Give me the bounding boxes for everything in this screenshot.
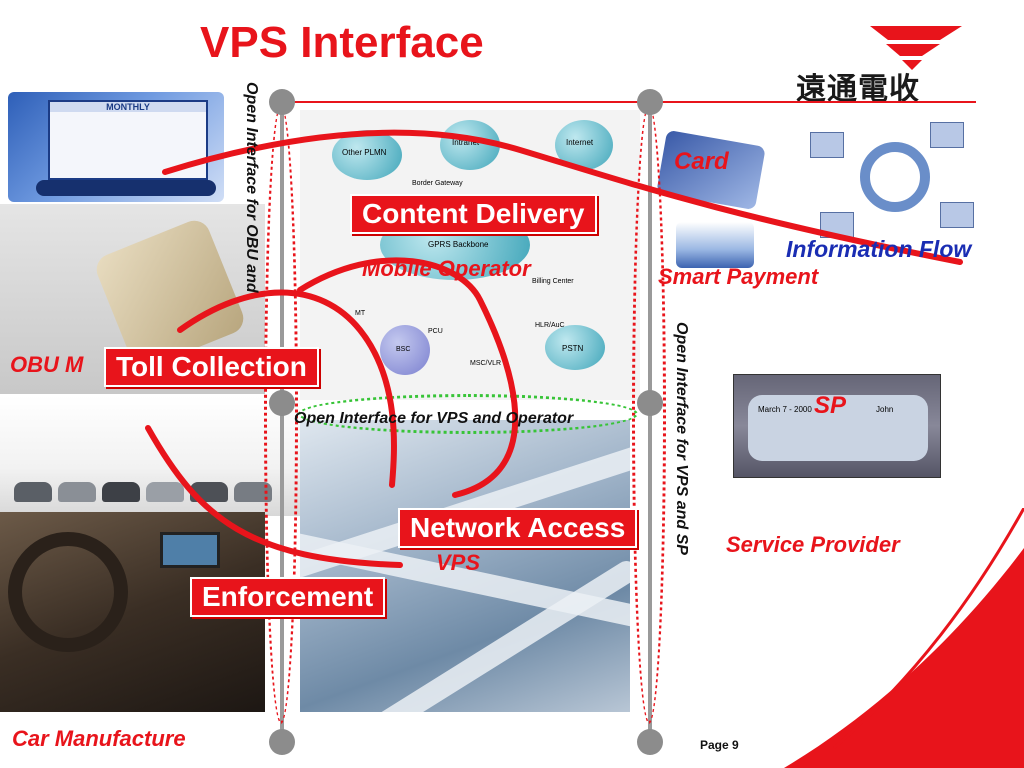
node-mid-left: [269, 390, 295, 416]
service-provider-device-image: March 7 - 2000 John: [733, 374, 941, 478]
calendar-app-image: MONTHLY: [8, 92, 224, 202]
car: [58, 482, 96, 502]
flow-node: [940, 202, 974, 228]
calendar-header: MONTHLY: [50, 102, 206, 112]
mobile-network-diagram-image: Other PLMN Intranet Internet Border Gate…: [300, 110, 640, 400]
operator-interface-label: Open Interface for VPS and Operator: [294, 410, 574, 427]
node-label-mt: MT: [355, 310, 366, 317]
card-label: Card: [674, 148, 729, 175]
car: [14, 482, 52, 502]
network-access-label: Network Access: [398, 508, 638, 548]
smart-payment-image: [676, 222, 754, 268]
node-label-billing-center: Billing Center: [532, 278, 574, 285]
sp-label: SP: [814, 392, 847, 419]
vps-label: VPS: [436, 550, 481, 575]
node-label-gprs-backbone: GPRS Backbone: [428, 240, 489, 249]
node-label-pcu: PCU: [428, 328, 443, 335]
cloud-pstn: [545, 325, 605, 370]
sp-interface-vertical-label: Open Interface for VPS and SP: [673, 322, 690, 555]
node-label-msc: MSC/VLR: [470, 360, 502, 367]
car: [146, 482, 184, 502]
calendar-sheet: MONTHLY: [48, 100, 208, 180]
page-title: VPS Interface: [200, 18, 484, 67]
obu-manufacture-label: OBU M: [10, 352, 84, 377]
node-label-pstn: PSTN: [562, 344, 584, 353]
flow-node: [810, 132, 844, 158]
node-bottom-right: [637, 729, 663, 755]
sp-panel-date: March 7 - 2000: [758, 405, 812, 414]
node-label-border-gateway: Border Gateway: [412, 180, 463, 187]
header-divider: [282, 101, 976, 103]
calendar-player-bar: [36, 180, 216, 196]
node-label-other-plmn: Other PLMN: [342, 148, 387, 157]
flow-node: [820, 212, 854, 238]
service-provider-label: Service Provider: [726, 532, 900, 557]
node-top-right: [637, 89, 663, 115]
navigation-screen: [160, 532, 220, 568]
toll-collection-label: Toll Collection: [104, 347, 319, 387]
page-number: Page 9: [700, 738, 739, 752]
sp-device-panel: March 7 - 2000 John: [748, 395, 928, 461]
node-label-bsc: BSC: [396, 346, 411, 353]
company-logo-icon: [870, 26, 962, 70]
content-delivery-label: Content Delivery: [350, 194, 597, 234]
node-label-intranet: Intranet: [452, 138, 480, 147]
node-mid-right: [637, 390, 663, 416]
node-bottom-left: [269, 729, 295, 755]
car: [190, 482, 228, 502]
flow-node: [930, 122, 964, 148]
car: [102, 482, 140, 502]
corner-swoosh-icon: [784, 508, 1024, 768]
cars-lineup-image: [0, 396, 300, 516]
node-top-left: [269, 89, 295, 115]
sp-panel-user: John: [876, 405, 894, 414]
information-flow-label: Information Flow: [786, 236, 972, 262]
steering-wheel: [8, 532, 128, 652]
node-label-internet: Internet: [566, 138, 594, 147]
flow-cycle-icon: [860, 142, 930, 212]
car-manufacture-label: Car Manufacture: [12, 726, 186, 751]
obu-interface-vertical-label: Open Interface for OBU and: [243, 82, 260, 293]
mobile-operator-label: Mobile Operator: [362, 256, 531, 281]
enforcement-label: Enforcement: [190, 577, 386, 617]
node-label-hlr: HLR/AuC: [535, 322, 565, 329]
smart-payment-label: Smart Payment: [658, 264, 819, 289]
